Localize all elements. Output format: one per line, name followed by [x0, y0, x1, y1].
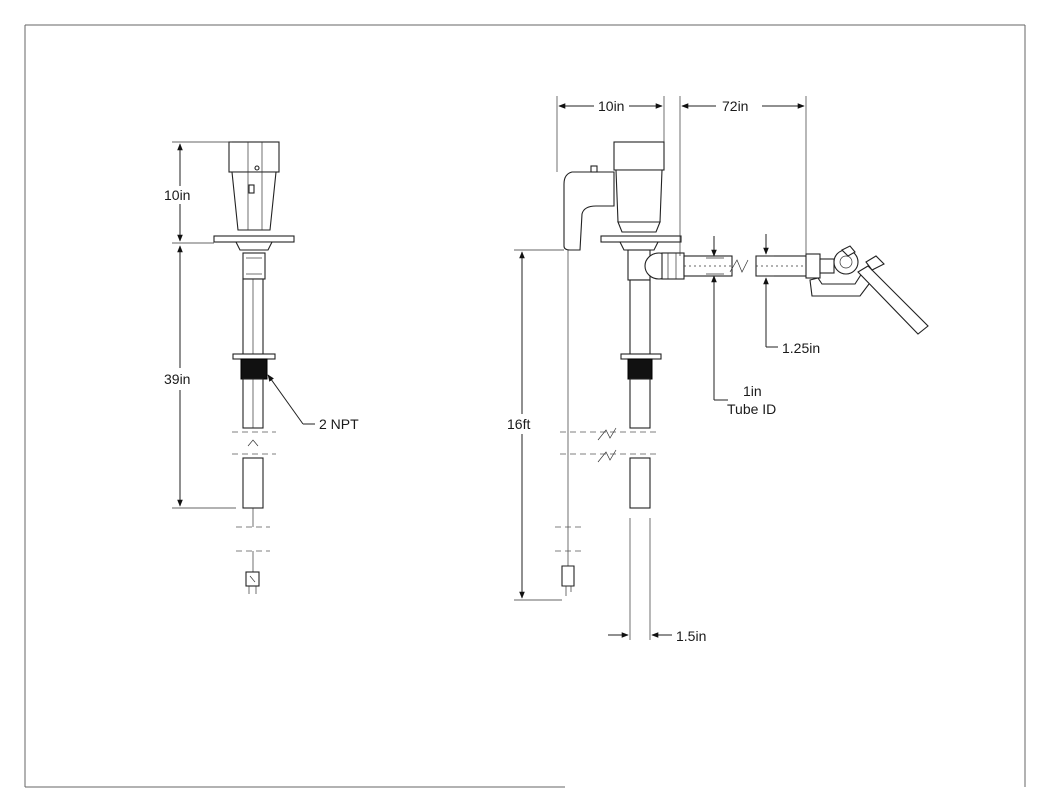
drawing-frame	[24, 24, 1026, 788]
front-view-pump	[213, 141, 295, 594]
front-npt-label: 2 NPT	[319, 416, 359, 432]
side-dim-10in: 10in	[556, 96, 665, 172]
side-motor-body	[615, 169, 663, 223]
side-dim-10in-label: 10in	[598, 98, 624, 114]
side-switch-housing	[563, 171, 615, 251]
side-dim-tube-id-value: 1in	[743, 383, 762, 399]
side-dim-16ft-label: 16ft	[507, 416, 530, 432]
front-motor-body	[231, 171, 277, 231]
front-dim-10in-label: 10in	[164, 187, 190, 203]
nozzle-swivel	[805, 253, 821, 279]
side-dim-1-25in-label: 1.25in	[782, 340, 820, 356]
front-dim-10in: 10in	[164, 141, 232, 244]
side-view-pump	[555, 141, 929, 596]
front-dim-39in: 39in	[164, 245, 236, 509]
side-hose-fitting	[661, 252, 685, 280]
side-dim-1-5in: 1.5in	[608, 518, 706, 644]
side-dim-16ft: 16ft	[507, 249, 564, 601]
side-motor-cap	[613, 141, 665, 171]
side-mount-flange	[600, 235, 682, 243]
front-npt-thread	[240, 358, 268, 380]
side-dim-1-5in-label: 1.5in	[676, 628, 706, 644]
side-dim-tube-id: 1in Tube ID	[706, 236, 776, 417]
front-bung-flange	[232, 353, 276, 360]
side-npt-thread	[627, 358, 653, 380]
front-lower-tube	[242, 457, 264, 509]
side-bung-flange	[620, 353, 662, 360]
side-dim-72in: 72in	[679, 96, 807, 256]
front-mount-flange	[213, 235, 295, 243]
side-dim-tube-id-label: Tube ID	[727, 401, 776, 417]
side-pump-tube	[629, 279, 651, 357]
front-motor-cap	[228, 141, 280, 173]
side-dim-1-25in: 1.25in	[756, 234, 820, 356]
front-dim-39in-label: 39in	[164, 371, 190, 387]
side-power-plug	[561, 565, 575, 587]
front-npt-callout: 2 NPT	[267, 374, 359, 432]
side-dim-72in-label: 72in	[722, 98, 748, 114]
side-lower-tube	[629, 457, 651, 509]
nozzle-spout	[857, 265, 929, 335]
front-coupling	[242, 252, 266, 280]
